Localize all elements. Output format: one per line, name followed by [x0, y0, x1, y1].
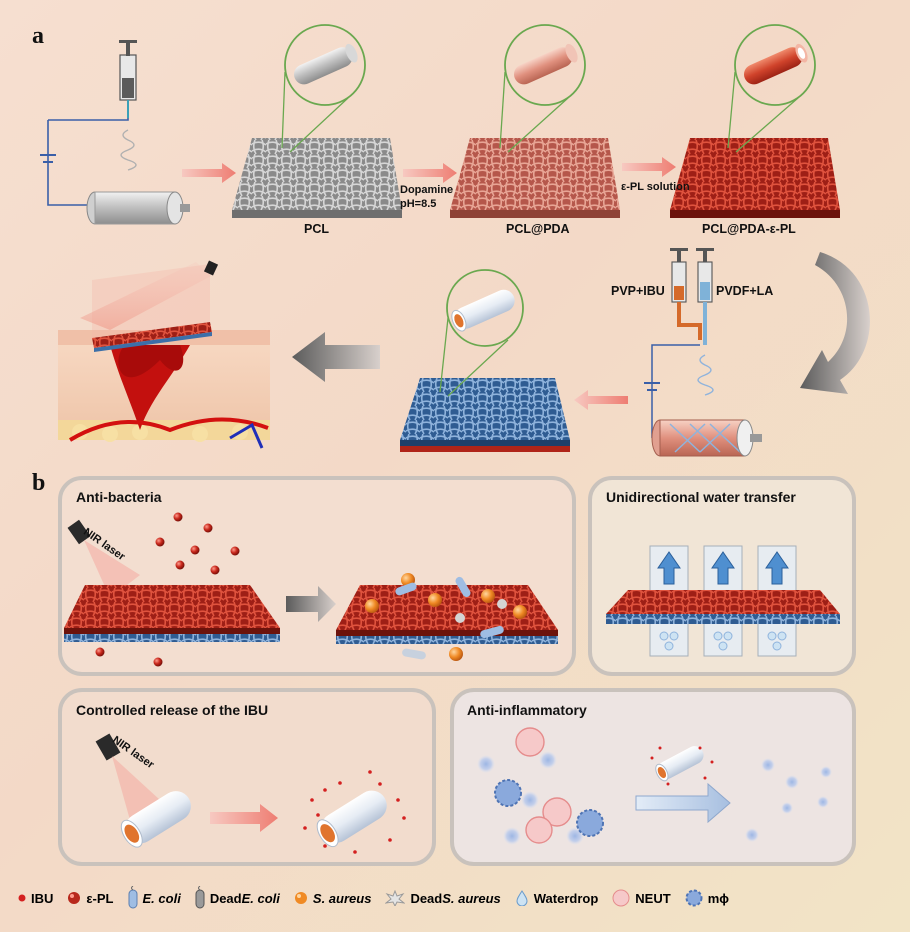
curved-process-arrow	[800, 252, 870, 394]
legend-item-ibu: IBU	[18, 891, 53, 906]
label-epl-solution: ε-PL solution	[621, 181, 690, 193]
electrospinning-setup-1	[40, 40, 190, 225]
macrophage-icon	[685, 889, 703, 907]
title-anti-inflammatory: Anti-inflammatory	[467, 702, 587, 718]
label-dopamine: Dopamine	[400, 184, 454, 196]
legend-item-neut: NEUT	[612, 889, 671, 907]
waterdrop-icon	[516, 890, 528, 906]
legend: IBU ε-PL E. coli Dead E. coli S. aureus …	[18, 885, 898, 911]
legend-item-waterdrop: Waterdrop	[515, 890, 598, 906]
ibu-dot-icon	[18, 894, 26, 902]
pcl-pda-mat	[450, 24, 620, 218]
title-water-transfer: Unidirectional water transfer	[606, 489, 796, 505]
process-arrow-2	[403, 163, 457, 183]
coaxial-electrospinning-setup	[644, 248, 762, 457]
nir-laser-1	[67, 519, 140, 598]
legend-item-e-coli: E. coli	[128, 886, 181, 910]
process-arrow-1	[182, 163, 236, 183]
e-coli-icon	[128, 886, 138, 909]
label-pcl-pda-epl: PCL@PDA-ε-PL	[702, 222, 796, 236]
title-controlled-release: Controlled release of the IBU	[76, 702, 269, 718]
s-aureus-icon	[294, 892, 307, 904]
legend-item-dead-e-coli: Dead E. coli	[195, 886, 280, 910]
epl-spheres	[95, 512, 240, 667]
legend-item-dead-s-aureus: Dead S. aureus	[385, 890, 501, 906]
legend-item-s-aureus: S. aureus	[294, 891, 371, 906]
pcl-pda-epl-mat	[670, 24, 840, 218]
water-transfer-illustration	[606, 545, 840, 657]
neut-icon	[612, 889, 630, 907]
process-arrow-4	[574, 390, 628, 410]
legend-item-epl: ε-PL	[67, 891, 114, 906]
bilayer-mat-after	[336, 573, 558, 661]
anti-bacteria-arrow	[286, 586, 336, 622]
skin-wound-model	[58, 260, 270, 449]
anti-inflammatory-illustration	[477, 727, 832, 845]
pcl-mat	[232, 24, 402, 218]
label-pvdf-la: PVDF+LA	[716, 284, 774, 298]
title-anti-bacteria: Anti-bacteria	[76, 489, 162, 505]
label-ph: pH=8.5	[400, 198, 437, 210]
label-pvp-ibu: PVP+IBU	[611, 284, 665, 298]
application-arrow	[292, 332, 380, 382]
dead-e-coli-icon	[195, 886, 205, 909]
panel-letter-b: b	[32, 470, 46, 496]
panel-letter-a: a	[32, 23, 44, 49]
bilayer-mat	[400, 269, 570, 452]
label-pcl-pda: PCL@PDA	[506, 222, 570, 236]
legend-item-macrophage: mϕ	[685, 889, 729, 907]
process-arrow-3	[622, 157, 676, 177]
epl-sphere-icon	[68, 892, 81, 904]
controlled-release-illustration	[95, 733, 406, 854]
label-pcl: PCL	[304, 222, 329, 236]
dead-s-aureus-icon	[385, 890, 406, 906]
bilayer-mat-before	[64, 585, 280, 642]
